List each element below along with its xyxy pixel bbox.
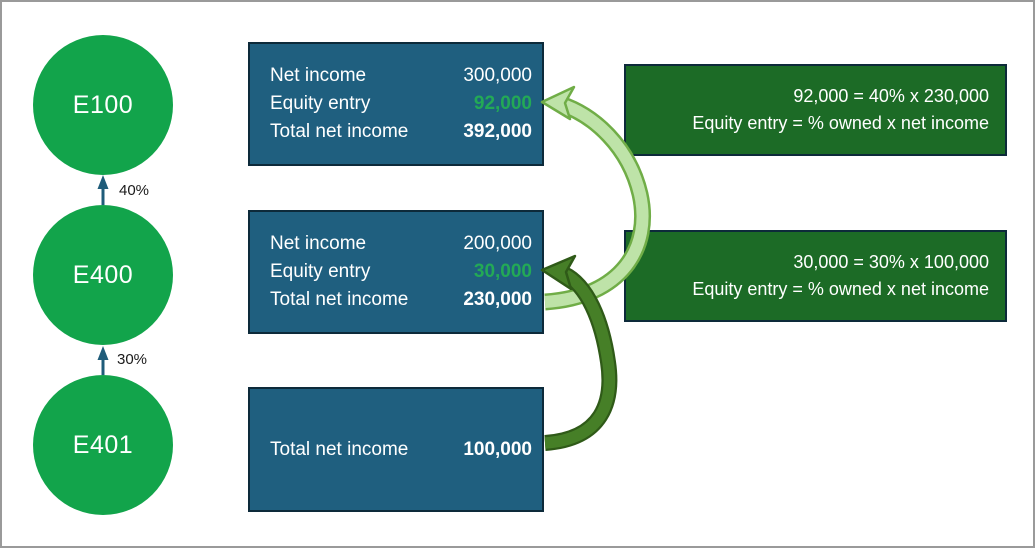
row-value-total: 100,000: [463, 438, 532, 460]
entity-circle-e100: E100: [33, 35, 173, 175]
income-row: Total net income 230,000: [270, 286, 532, 314]
row-value-total: 230,000: [463, 289, 532, 310]
income-row: Net income 300,000: [270, 62, 532, 90]
callout-rule: Equity entry = % owned x net income: [692, 279, 989, 299]
row-label: Total net income: [270, 438, 409, 460]
callout-rule: Equity entry = % owned x net income: [692, 113, 989, 133]
entity-label: E400: [72, 260, 134, 289]
income-row: Total net income 100,000: [270, 436, 532, 464]
row-label: Net income: [270, 233, 367, 254]
entity-circle-e401: E401: [33, 375, 173, 515]
entity-label: E100: [72, 90, 134, 119]
income-row: Net income 200,000: [270, 230, 532, 258]
ownership-arrow-e401-to-e400: [97, 346, 109, 375]
callout-equity-92000: 92,000 = 40% x 230,000 Equity entry = % …: [624, 64, 1007, 156]
equity-flow-arrow-e401-to-e400: [540, 254, 618, 451]
row-label: Net income: [270, 65, 367, 86]
ownership-pct-30: 30%: [117, 351, 148, 368]
row-value-total: 392,000: [463, 121, 532, 142]
entity-label: E401: [72, 430, 134, 459]
entity-circle-e400: E400: [33, 205, 173, 345]
income-row: Equity entry 30,000: [270, 258, 532, 286]
callout-equity-30000: 30,000 = 30% x 100,000 Equity entry = % …: [624, 230, 1007, 322]
income-box-e401: Total net income 100,000: [248, 387, 544, 512]
row-value: 200,000: [463, 233, 532, 254]
row-value-equity: 30,000: [473, 261, 532, 282]
row-label: Equity entry: [270, 93, 371, 114]
income-box-e100: Net income 300,000 Equity entry 92,000 T…: [248, 42, 544, 166]
row-value: 300,000: [463, 65, 532, 86]
income-box-e400: Net income 200,000 Equity entry 30,000 T…: [248, 210, 544, 334]
row-label: Equity entry: [270, 261, 371, 282]
income-row: Total net income 392,000: [270, 118, 532, 146]
ownership-arrow-e400-to-e100: [97, 175, 109, 205]
callout-formula: 30,000 = 30% x 100,000: [793, 252, 989, 272]
callout-formula: 92,000 = 40% x 230,000: [793, 86, 989, 106]
ownership-pct-40: 40%: [119, 182, 150, 199]
row-label: Total net income: [270, 121, 409, 142]
income-row: Equity entry 92,000: [270, 90, 532, 118]
row-label: Total net income: [270, 289, 409, 310]
row-value-equity: 92,000: [473, 93, 532, 114]
